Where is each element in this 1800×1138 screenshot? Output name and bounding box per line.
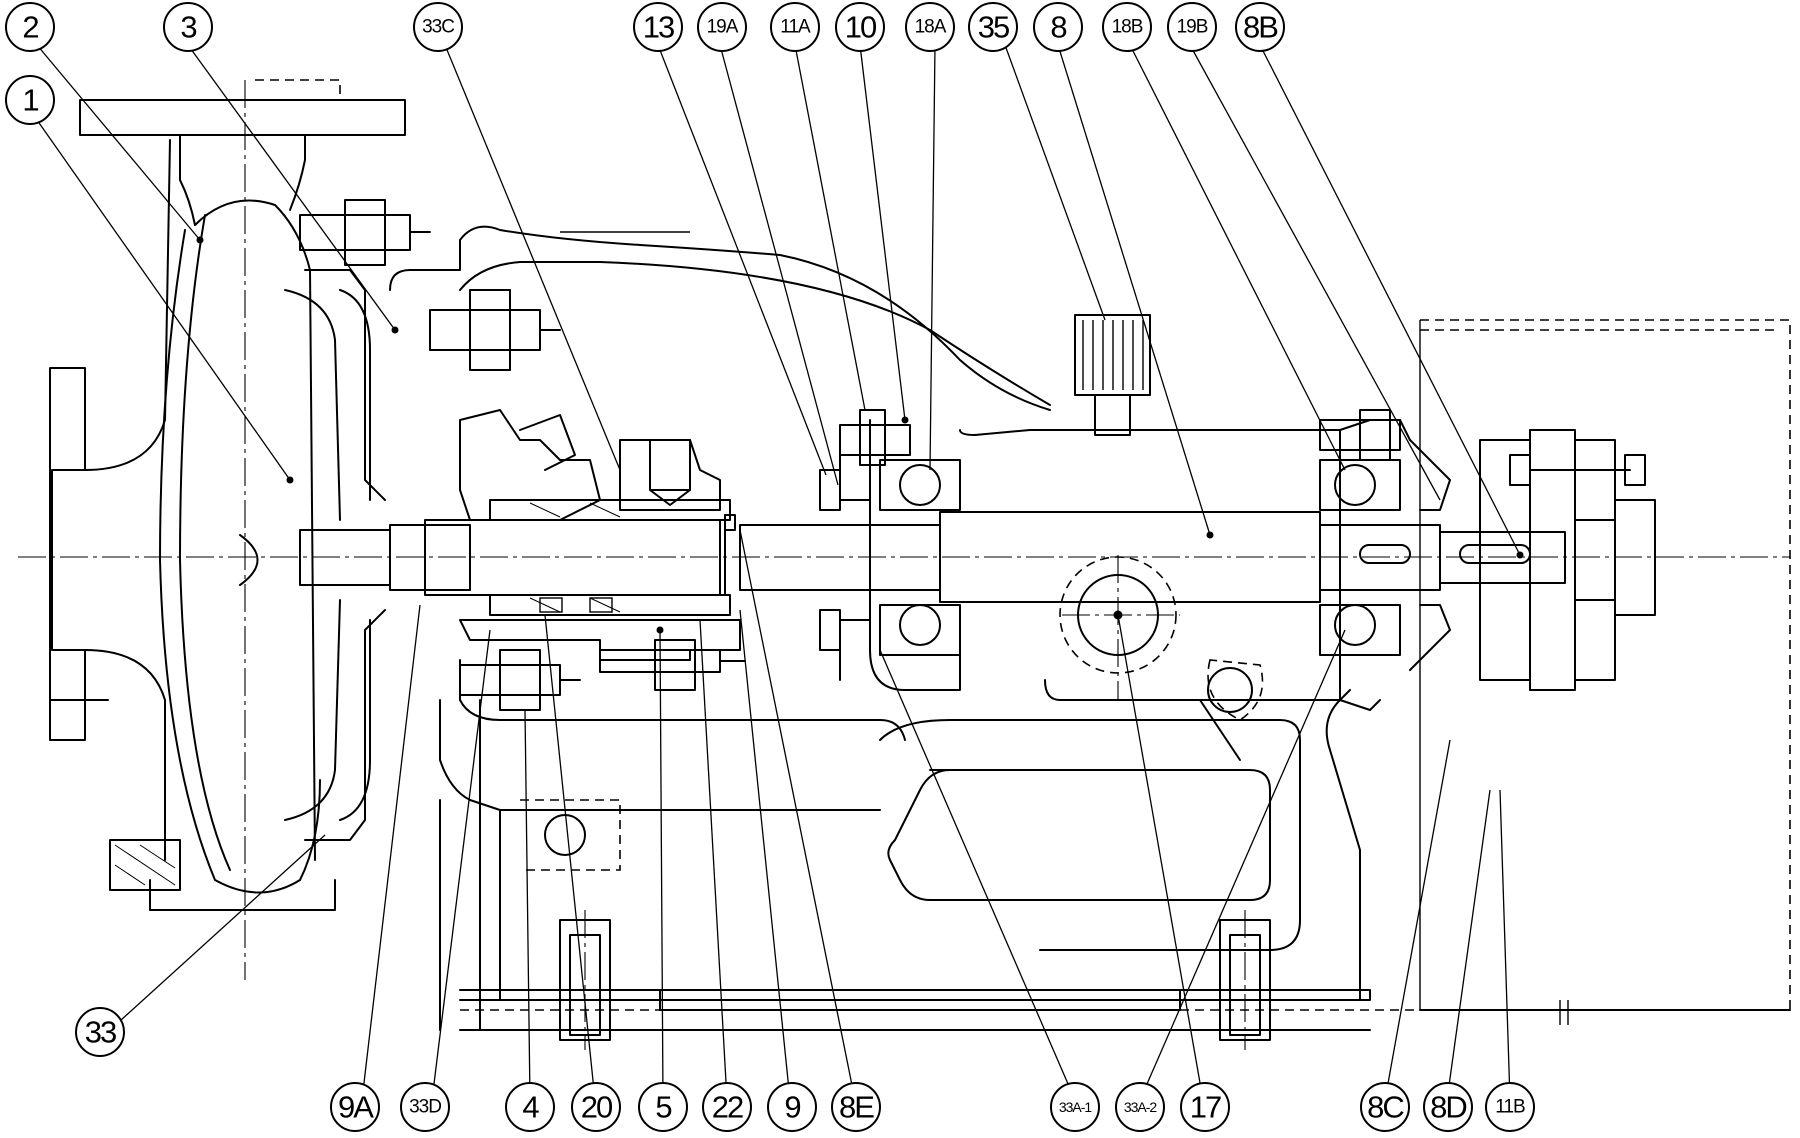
callout-9A: 9A — [330, 1082, 380, 1132]
callout-4: 4 — [505, 1082, 555, 1132]
svg-text:13: 13 — [643, 10, 674, 45]
shaft — [299, 511, 1566, 603]
svg-text:3: 3 — [180, 10, 196, 45]
callout-19B: 19B — [1167, 2, 1217, 52]
svg-text:18A: 18A — [915, 17, 947, 38]
callout-18B: 18B — [1102, 2, 1152, 52]
pump-casing — [49, 79, 431, 911]
svg-text:33: 33 — [85, 1015, 116, 1050]
svg-text:8D: 8D — [1430, 1090, 1466, 1125]
frame-base — [439, 659, 1791, 1050]
callout-8E: 8E — [831, 1082, 881, 1132]
svg-text:1: 1 — [22, 83, 38, 118]
callout-33D: 33D — [400, 1082, 450, 1132]
svg-text:22: 22 — [712, 1090, 743, 1125]
svg-text:11A: 11A — [780, 17, 811, 38]
svg-text:8B: 8B — [1243, 10, 1278, 45]
svg-text:35: 35 — [978, 10, 1009, 45]
callout-9: 9 — [767, 1082, 817, 1132]
svg-text:17: 17 — [1190, 1090, 1221, 1125]
svg-text:10: 10 — [845, 10, 877, 45]
callout-22: 22 — [702, 1082, 752, 1132]
svg-text:5: 5 — [655, 1090, 671, 1125]
callout-18A: 18A — [905, 2, 955, 52]
svg-text:33A-1: 33A-1 — [1059, 1099, 1093, 1115]
callout-8: 8 — [1033, 2, 1083, 52]
callout-1: 1 — [5, 75, 55, 125]
callout-10: 10 — [835, 2, 885, 52]
callout-33C: 33C — [413, 2, 463, 52]
svg-text:8: 8 — [1050, 10, 1066, 45]
svg-text:33C: 33C — [422, 17, 454, 38]
callout-33: 33 — [75, 1007, 125, 1057]
svg-text:9: 9 — [784, 1090, 800, 1125]
svg-text:19B: 19B — [1177, 17, 1208, 38]
callout-20: 20 — [571, 1082, 621, 1132]
bearing-housing — [819, 314, 1451, 1001]
callout-33A-1: 33A-1 — [1050, 1082, 1100, 1132]
callout-3: 3 — [163, 2, 213, 52]
callout-13: 13 — [633, 2, 683, 52]
callout-11B: 11B — [1485, 1082, 1535, 1132]
callout-35: 35 — [968, 2, 1018, 52]
svg-text:33A-2: 33A-2 — [1124, 1099, 1158, 1115]
svg-text:20: 20 — [581, 1090, 613, 1125]
svg-text:8E: 8E — [839, 1090, 874, 1125]
callout-11A: 11A — [770, 2, 820, 52]
svg-text:33D: 33D — [409, 1097, 441, 1118]
callout-17: 17 — [1180, 1082, 1230, 1132]
callouts-top: 2 3 1 33C 13 19A 11A 10 18A 35 8 18B 19B… — [5, 2, 1285, 125]
svg-text:9A: 9A — [338, 1090, 374, 1125]
svg-text:8C: 8C — [1367, 1090, 1404, 1125]
leader-lines — [36, 44, 1521, 1101]
callout-33A-2: 33A-2 — [1115, 1082, 1165, 1132]
coupling — [1419, 319, 1791, 1010]
callout-5: 5 — [638, 1082, 688, 1132]
svg-text:2: 2 — [22, 10, 38, 45]
callout-19A: 19A — [697, 2, 747, 52]
callout-8B: 8B — [1235, 2, 1285, 52]
callout-8C: 8C — [1360, 1082, 1410, 1132]
callout-2: 2 — [5, 2, 55, 52]
callouts-bottom: 33 9A 33D 4 20 5 22 9 8E 33A-1 33A-2 17 … — [75, 1007, 1535, 1132]
svg-text:18B: 18B — [1112, 17, 1143, 38]
callout-8D: 8D — [1423, 1082, 1473, 1132]
svg-text:11B: 11B — [1495, 1097, 1525, 1118]
leader-dots — [196, 236, 1524, 634]
svg-text:19A: 19A — [707, 17, 739, 38]
svg-text:4: 4 — [522, 1090, 539, 1125]
